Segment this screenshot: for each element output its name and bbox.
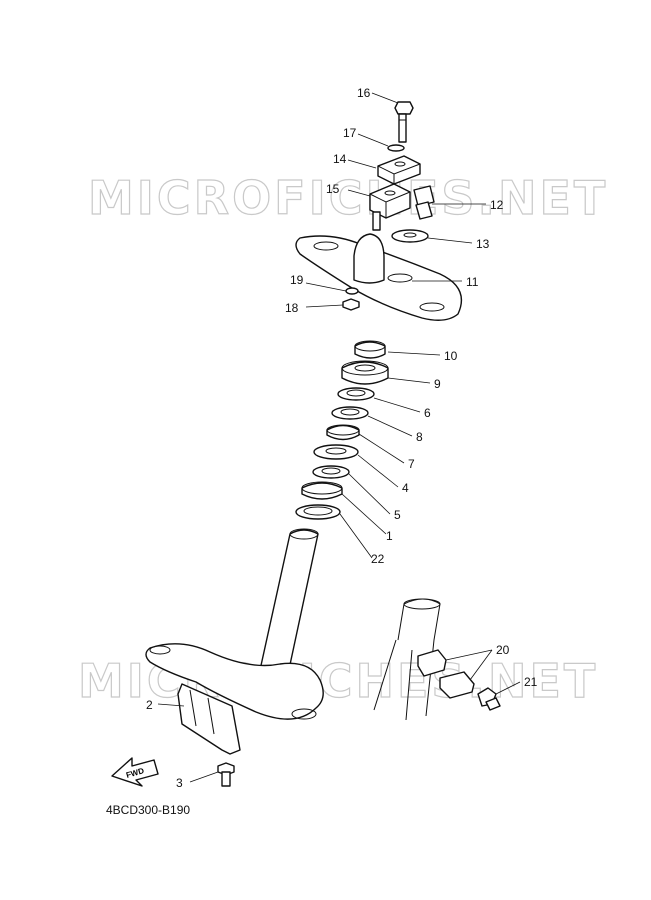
callout-9: 9 xyxy=(434,377,441,391)
callout-16: 16 xyxy=(357,86,371,100)
part-guard-2[interactable] xyxy=(177,683,241,755)
part-seal-22[interactable] xyxy=(295,504,341,520)
callout-14: 14 xyxy=(333,152,347,166)
callout-8: 8 xyxy=(416,430,423,444)
callout-17: 17 xyxy=(343,126,357,140)
callout-3: 3 xyxy=(176,776,183,790)
diagram-code: 4BCD300-B190 xyxy=(106,803,191,817)
part-ball-race-8[interactable] xyxy=(331,406,369,420)
part-cover-9[interactable] xyxy=(341,360,389,385)
part-upper-holder-14[interactable] xyxy=(377,155,421,185)
callout-22: 22 xyxy=(371,552,385,566)
callout-20: 20 xyxy=(496,643,510,657)
callout-21: 21 xyxy=(524,675,538,689)
callout-10: 10 xyxy=(444,349,458,363)
part-upper-bracket-11[interactable] xyxy=(295,233,463,321)
part-bolt-3[interactable] xyxy=(217,762,235,787)
callout-6: 6 xyxy=(424,406,431,420)
part-lower-holder-15[interactable] xyxy=(369,183,411,231)
fork-tube-detail xyxy=(373,598,441,721)
callout-12: 12 xyxy=(490,198,504,212)
callout-13: 13 xyxy=(476,237,490,251)
part-bolt-12[interactable] xyxy=(413,185,435,220)
callout-11: 11 xyxy=(466,275,479,289)
callout-1: 1 xyxy=(386,529,393,543)
part-race-1[interactable] xyxy=(301,481,343,500)
part-washer-13[interactable] xyxy=(391,229,429,243)
part-ball-race-5[interactable] xyxy=(312,465,350,479)
callout-2: 2 xyxy=(146,698,153,712)
callout-labels: 16 17 14 15 12 13 11 19 18 10 9 6 8 7 4 … xyxy=(146,86,538,790)
callout-4: 4 xyxy=(402,481,409,495)
part-ring-nut-10[interactable] xyxy=(354,340,386,359)
callout-5: 5 xyxy=(394,508,401,522)
part-nut-18[interactable] xyxy=(342,298,360,311)
watermark-top: MICROFICHES.NET xyxy=(88,171,608,225)
callout-19: 19 xyxy=(290,273,304,287)
callout-18: 18 xyxy=(285,301,299,315)
part-clamp-20[interactable] xyxy=(417,649,475,699)
part-race-7[interactable] xyxy=(326,424,360,441)
part-race-6[interactable] xyxy=(337,387,375,401)
part-washer-4[interactable] xyxy=(313,444,359,460)
fwd-arrow-icon: FWD xyxy=(111,757,159,787)
callout-15: 15 xyxy=(326,182,340,196)
part-washer-17[interactable] xyxy=(387,144,405,152)
part-bolt-21[interactable] xyxy=(477,687,501,711)
leader-lines xyxy=(157,92,521,783)
callout-7: 7 xyxy=(408,457,415,471)
part-washer-19[interactable] xyxy=(345,287,359,295)
part-bolt-16[interactable] xyxy=(394,101,414,143)
part-lower-bracket-stem[interactable] xyxy=(145,528,324,720)
